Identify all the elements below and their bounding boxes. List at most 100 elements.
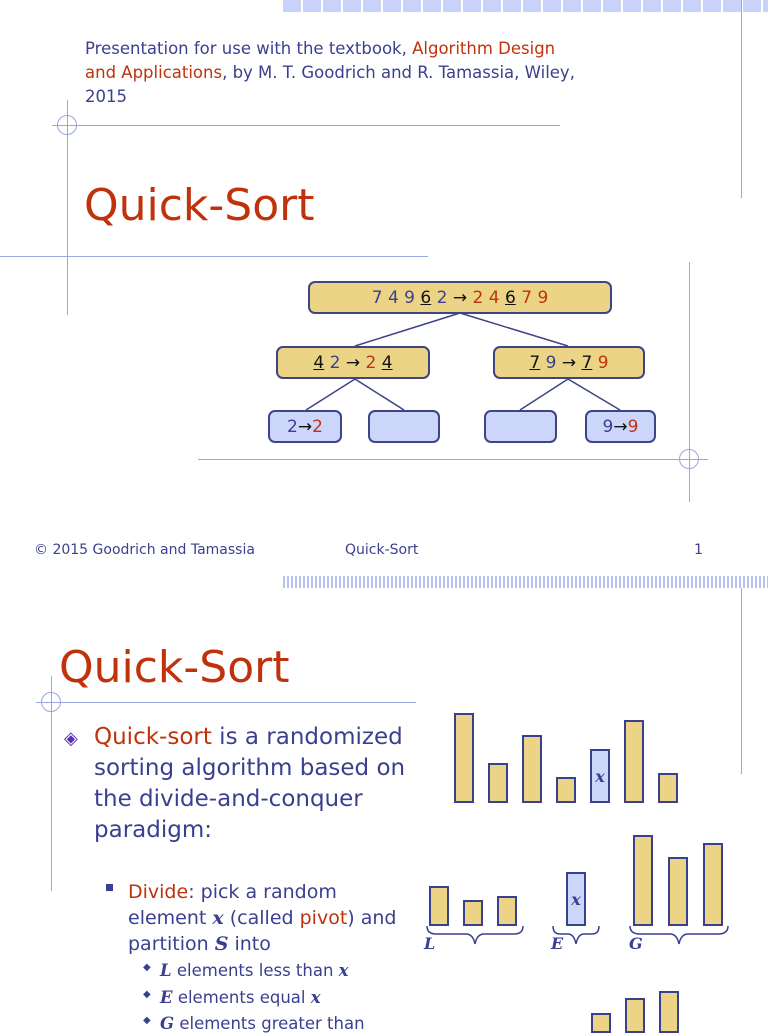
bar — [668, 857, 688, 926]
node-value: 9 — [545, 352, 557, 373]
rule — [741, 0, 742, 198]
bullet-e: E elements equal x — [160, 987, 321, 1009]
sorted-value: 2 — [365, 352, 377, 373]
rule — [36, 702, 416, 703]
tree-node-left: 4 2 → 2 4 — [276, 346, 430, 379]
bar — [497, 896, 517, 926]
bullet-text: into — [228, 933, 271, 955]
pivot-value: 7 — [581, 352, 593, 373]
bar — [658, 773, 678, 803]
bar — [463, 900, 483, 926]
crosshair-decor — [679, 449, 699, 469]
crosshair-decor — [41, 692, 61, 712]
bullet-text: (called — [223, 907, 300, 929]
tree-leaf-empty — [368, 410, 440, 443]
pivot-value: 7 — [529, 352, 541, 373]
rule — [741, 588, 742, 774]
var-x: x — [212, 907, 224, 929]
rule — [52, 125, 560, 126]
term-quick-sort: Quick-sort — [94, 724, 212, 750]
rule — [198, 459, 708, 460]
tree-edges — [305, 312, 621, 411]
bar — [633, 835, 653, 926]
tree-leaf-empty — [484, 410, 557, 443]
sorted-value: 2 — [312, 416, 323, 437]
rule — [0, 256, 428, 257]
tree-leaf: 9→9 — [585, 410, 656, 443]
node-value: 9 — [602, 416, 614, 437]
arrow-icon: → — [561, 352, 577, 373]
slide-title: Quick-Sort — [59, 642, 290, 693]
node-value: 4 — [387, 287, 399, 308]
bar — [624, 720, 644, 803]
pivot-bar: x — [590, 749, 610, 803]
bullet-text: ) and partition — [128, 907, 397, 955]
bar — [659, 991, 679, 1033]
tree-node-right: 7 9 → 7 9 — [493, 346, 645, 379]
crosshair-decor — [57, 115, 77, 135]
sorted-value: 7 — [521, 287, 533, 308]
group-label-l: L — [424, 934, 436, 953]
bar — [591, 1013, 611, 1033]
sorted-value: 9 — [537, 287, 549, 308]
intro-text: Presentation for use with the textbook, … — [85, 37, 575, 109]
arrow-icon: → — [297, 416, 313, 437]
bar — [625, 998, 645, 1033]
top-decor-band — [283, 0, 768, 12]
sorted-value: 9 — [597, 352, 609, 373]
pivot-bar: x — [566, 872, 586, 926]
sorted-value: 9 — [627, 416, 639, 437]
pivot-value: 4 — [313, 352, 325, 373]
page-number: 1 — [694, 542, 703, 558]
var-s: S — [214, 933, 229, 955]
bullet-text: : pick a random element — [128, 881, 337, 929]
term-divide: Divide — [128, 881, 189, 903]
var-e: E — [160, 988, 173, 1007]
bar — [454, 713, 474, 803]
bullet-diamond-icon: ◈ — [64, 728, 78, 749]
sorted-value: 2 — [472, 287, 484, 308]
node-value: 2 — [287, 416, 298, 437]
arrow-icon: → — [613, 416, 628, 437]
bar — [522, 735, 542, 803]
small-diamond-icon: ◆ — [143, 1015, 151, 1026]
intro-text-part: , by M. T. Goodrich and R. Tamassia, Wil… — [85, 63, 575, 106]
small-diamond-icon: ◆ — [143, 962, 151, 973]
intro-text-part: Presentation for use with the textbook, — [85, 39, 413, 58]
node-value: 9 — [404, 287, 415, 308]
sorted-value: 4 — [488, 287, 500, 308]
bar — [488, 763, 508, 803]
pivot-value: 4 — [381, 352, 393, 373]
top-decor-band — [283, 576, 768, 588]
bullet-main: Quick-sort is a randomized sorting algor… — [94, 722, 414, 846]
node-value: 2 — [329, 352, 341, 373]
small-diamond-icon: ◆ — [143, 989, 151, 1000]
var-l: L — [160, 961, 172, 980]
rule — [67, 100, 68, 315]
square-bullet-icon — [106, 884, 113, 891]
bar — [556, 777, 576, 803]
bullet-text: elements less than — [171, 961, 339, 980]
bullet-text: elements equal — [172, 988, 311, 1007]
node-value: 7 — [371, 287, 383, 308]
bar — [429, 886, 449, 926]
pivot-label: x — [595, 766, 605, 786]
pivot-label: x — [571, 889, 581, 909]
slide-title: Quick-Sort — [84, 180, 315, 231]
group-label-g: G — [629, 934, 643, 953]
bar — [703, 843, 723, 926]
tree-leaf: 2→2 — [268, 410, 342, 443]
tree-node-root: 7 4 9 6 2 → 2 4 6 7 9 — [308, 281, 612, 314]
node-value: 2 — [436, 287, 448, 308]
bullet-text: is a randomized sorting algorithm based … — [94, 724, 406, 843]
arrow-icon: → — [452, 287, 468, 308]
footer-title: Quick-Sort — [345, 542, 419, 558]
arrow-icon: → — [345, 352, 361, 373]
group-label-e: E — [551, 934, 564, 953]
bullet-l: L elements less than x — [160, 960, 349, 982]
var-x: x — [338, 961, 349, 980]
pivot-value: 6 — [505, 287, 516, 308]
rule — [51, 676, 52, 891]
var-x: x — [310, 988, 321, 1007]
